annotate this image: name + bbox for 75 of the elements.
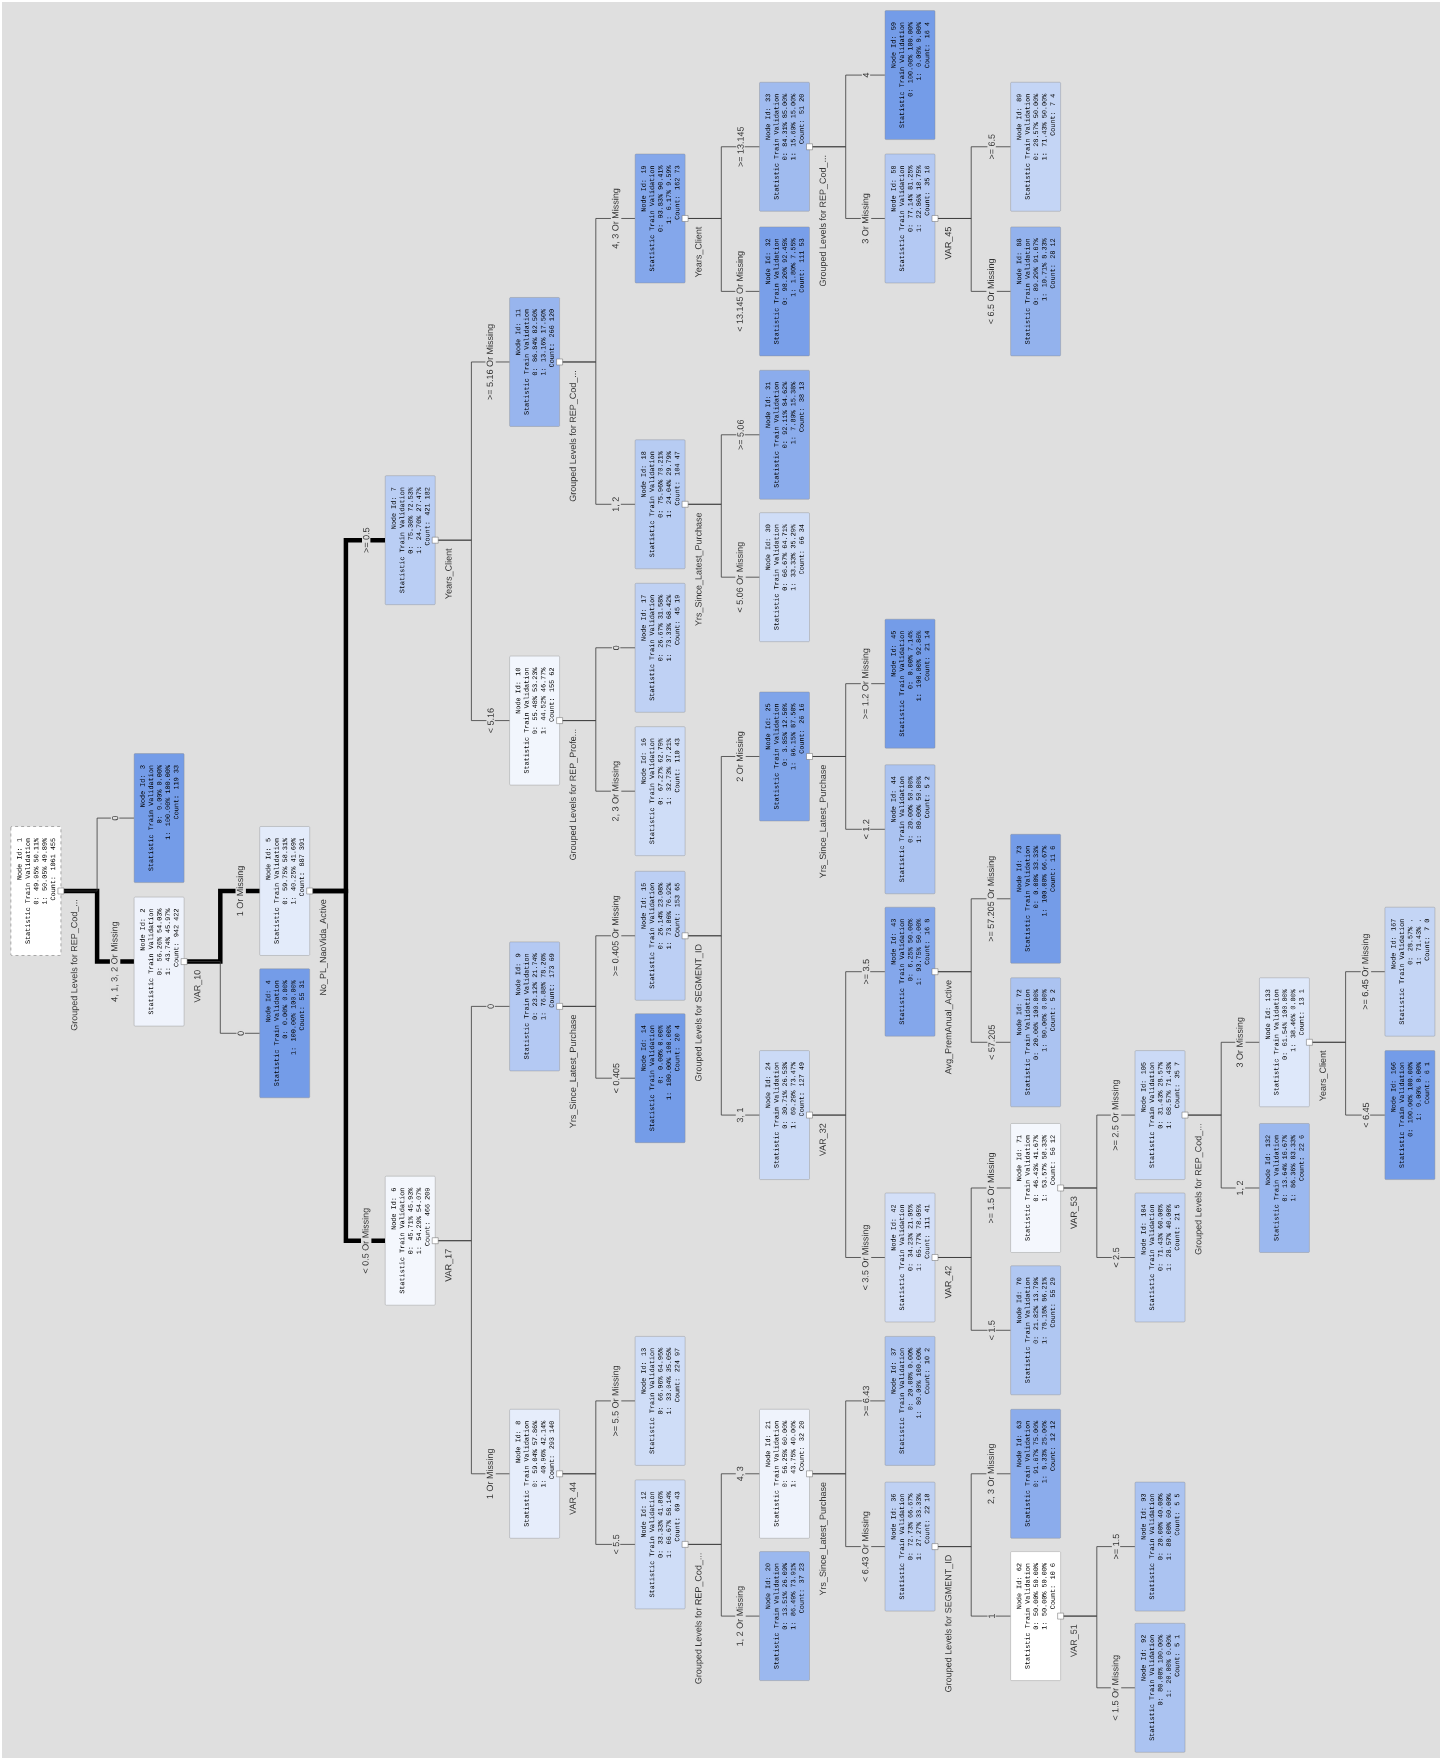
split-variable-label: VAR_10 xyxy=(194,970,203,1003)
edge-label: 3 Or Missing xyxy=(860,192,872,245)
split-variable-label: Yrs_Since_Latest_Purchase xyxy=(819,765,828,879)
edge-label: 3, 1 xyxy=(735,1106,746,1124)
split-variable-label: Grouped Levels for REP_Cod_... xyxy=(70,900,80,1031)
edge-label: < 6.43 Or Missing xyxy=(860,1510,872,1583)
split-variable-label: VAR_17 xyxy=(445,1249,454,1282)
split-variable-label: Grouped Levels for REP_Cod_... xyxy=(694,1553,704,1684)
split-variable-label: VAR_32 xyxy=(819,1123,828,1157)
edge-label: < 6.5 Or Missing xyxy=(986,257,997,326)
split-variable-label: Yrs_Since_Latest_Purchase xyxy=(819,1482,828,1596)
split-variable-label: Grouped Levels for REP_Cod_... xyxy=(819,155,828,287)
edge-label: < 5.06 Or Missing xyxy=(735,540,746,614)
edge-label: >= 6.45 Or Missing xyxy=(1360,932,1372,1011)
edge-label: < 6.45 xyxy=(1361,1101,1371,1129)
split-variable-label: Years_Client xyxy=(1319,1050,1328,1101)
split-variable-label: VAR_44 xyxy=(569,1482,578,1515)
edge-label: >= 3.5 xyxy=(861,957,871,986)
edge-label: < 1.2 xyxy=(861,818,871,841)
split-variable-label: VAR_51 xyxy=(1070,1624,1079,1658)
split-variable-label: Grouped Levels for SEGMENT_ID xyxy=(694,944,704,1082)
edge-label: >= 1.5 Or Missing xyxy=(986,1151,997,1225)
split-variable-label: Avg_PremAnual_Active xyxy=(944,980,954,1075)
edge-label: 1 xyxy=(987,1612,996,1620)
edge-label: >= 1.5 xyxy=(1111,1532,1121,1561)
edge-label: >= 57.205 Or Missing xyxy=(986,854,997,943)
edge-label: >= 5.06 xyxy=(736,418,745,452)
edge-label: 0 xyxy=(486,1002,495,1010)
edge-label: 0 xyxy=(611,644,621,652)
edge-label: 0 xyxy=(110,814,120,822)
edge-label: 2, 3 Or Missing xyxy=(610,759,622,823)
edge-label: 1 Or Missing xyxy=(235,864,246,918)
edge-label: 1 Or Missing xyxy=(485,1447,496,1501)
edge-label: >= 1.2 Or Missing xyxy=(860,647,872,721)
edge-label: >= 2.5 Or Missing xyxy=(1110,1078,1122,1152)
edge-label: < 2.5 xyxy=(1111,1246,1121,1269)
edge-label: >= 5.16 Or Missing xyxy=(485,322,496,401)
edge-label: < 1.5 Or Missing xyxy=(1110,1653,1122,1722)
edge-label: < 0.5 Or Missing xyxy=(361,1206,372,1275)
edge-label: 2, 3 Or Missing xyxy=(986,1442,997,1506)
edge-label: 1, 2 xyxy=(1235,1179,1246,1197)
edge-label: 3 Or Missing xyxy=(1235,1016,1246,1069)
split-variable-label: Years_Client xyxy=(694,226,704,278)
split-variable-label: Grouped Levels for REP_Cod_... xyxy=(1194,1124,1204,1255)
edge-label: < 0.405 xyxy=(611,1062,621,1095)
edge-label: 4, 3 Or Missing xyxy=(610,187,622,250)
edge-label: 0 xyxy=(236,1029,245,1037)
split-variable-label: Grouped Levels for REP_Cod_... xyxy=(569,371,578,502)
split-variable-label: No_PL_NaoVida_Active xyxy=(319,899,328,995)
split-variable-label: VAR_45 xyxy=(945,227,953,260)
edge-label: < 5.5 xyxy=(611,1533,621,1556)
edge-label: < 3.5 Or Missing xyxy=(860,1223,872,1292)
split-variable-label: Grouped Levels for REP_Profe... xyxy=(569,729,578,860)
edge-label: 4 xyxy=(861,71,871,79)
edge-label: >= 5.5 Or Missing xyxy=(610,1364,622,1438)
edge-label: < 1.5 xyxy=(987,1319,996,1342)
edge-label: 2 Or Missing xyxy=(735,730,746,783)
split-variable-label: VAR_53 xyxy=(1070,1196,1079,1229)
edge-label: >= 0.5 xyxy=(362,526,371,554)
edge-label: 1, 2 Or Missing xyxy=(735,1584,746,1648)
split-variable-label: Yrs_Since_Latest_Purchase xyxy=(694,512,704,626)
edge-label: < 13.145 Or Missing xyxy=(735,250,746,333)
split-variable-label: Grouped Levels for SEGMENT_ID xyxy=(944,1555,954,1692)
edge-label: 4, 1, 3, 2 Or Missing xyxy=(109,920,121,1003)
edge-label: >= 0.405 Or Missing xyxy=(610,894,622,978)
split-variable-label: VAR_42 xyxy=(944,1266,954,1299)
edge-label: < 57.205 xyxy=(987,1023,996,1061)
edge-label: >= 13.145 xyxy=(736,125,745,169)
edge-label: 4, 3 xyxy=(735,1465,746,1483)
edge-label: < 5.16 xyxy=(486,706,495,735)
split-variable-label: Years_Client xyxy=(445,548,454,599)
edge-label: 1, 2 xyxy=(611,495,621,513)
edge-label: >= 6.5 xyxy=(987,133,996,161)
split-variable-label: Yrs_Since_Latest_Purchase xyxy=(569,1015,578,1128)
edge-label: >= 6.43 xyxy=(861,1384,871,1418)
